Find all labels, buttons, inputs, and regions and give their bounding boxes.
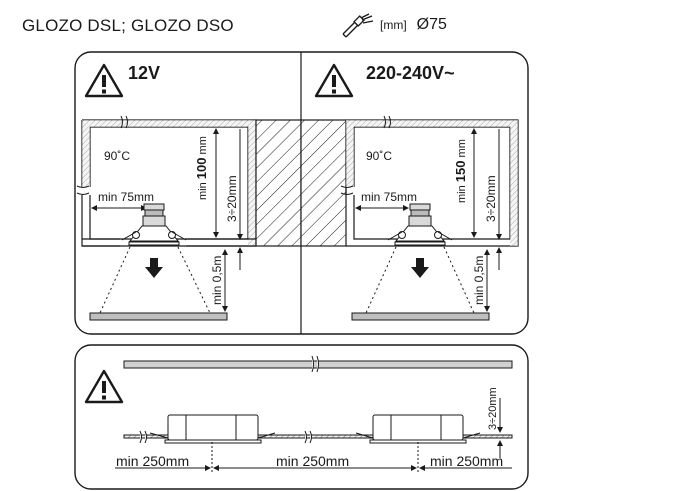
wall-section xyxy=(255,119,302,247)
cavity-depth-label: min 150 mm xyxy=(453,139,468,203)
warning-triangle-icon xyxy=(314,63,354,98)
distance-to-object-label: min 0,5m xyxy=(472,256,486,305)
wall-section xyxy=(300,119,347,247)
downlight-fixture-left xyxy=(149,414,276,444)
unit-label: [mm] xyxy=(380,18,407,32)
product-codes: GLOZO DSL; GLOZO DSO xyxy=(22,16,234,35)
voltage-label: 220-240V~ xyxy=(366,63,455,83)
ceiling-thickness-label: 3÷20mm xyxy=(225,175,239,222)
lateral-distance-label: min 75mm xyxy=(98,190,154,204)
panel-12v: 12V 90˚C min 75mm min 100 mm 3÷20mm xyxy=(76,63,302,321)
ceiling-thickness-label: 3÷20mm xyxy=(487,387,499,430)
cavity-depth-label: min 100 mm xyxy=(194,136,209,200)
voltage-label: 12V xyxy=(128,63,160,83)
cutout-spec: [mm] Ø75 xyxy=(340,12,447,38)
right-distance-label: min 250mm xyxy=(430,453,503,469)
ceiling-thickness-label: 3÷20mm xyxy=(484,175,498,222)
illuminated-object xyxy=(351,312,490,321)
hole-saw-icon xyxy=(342,13,374,38)
distance-to-object-label: min 0,5m xyxy=(210,256,224,305)
illuminated-object xyxy=(89,312,228,321)
downlight-lamp xyxy=(121,203,187,246)
left-distance-label: min 250mm xyxy=(116,453,189,469)
temperature-label: 90˚C xyxy=(366,149,392,163)
warning-triangle-icon xyxy=(84,63,124,98)
down-arrow-icon xyxy=(145,258,163,278)
down-arrow-icon xyxy=(411,258,429,278)
panel-230v: 220-240V~ 90˚C min 75mm min 150 mm 3÷20m… xyxy=(300,63,519,321)
middle-distance-label: min 250mm xyxy=(276,453,349,469)
cutout-diameter: Ø75 xyxy=(416,16,447,33)
downlight-fixture-right xyxy=(355,414,481,444)
downlight-lamp xyxy=(387,203,453,246)
spacing-panel: 3÷20mm min 250mm min 250mm min 250mm xyxy=(74,344,529,490)
temperature-label: 90˚C xyxy=(104,149,130,163)
lateral-distance-label: min 75mm xyxy=(361,190,417,204)
warning-triangle-icon xyxy=(84,369,124,404)
